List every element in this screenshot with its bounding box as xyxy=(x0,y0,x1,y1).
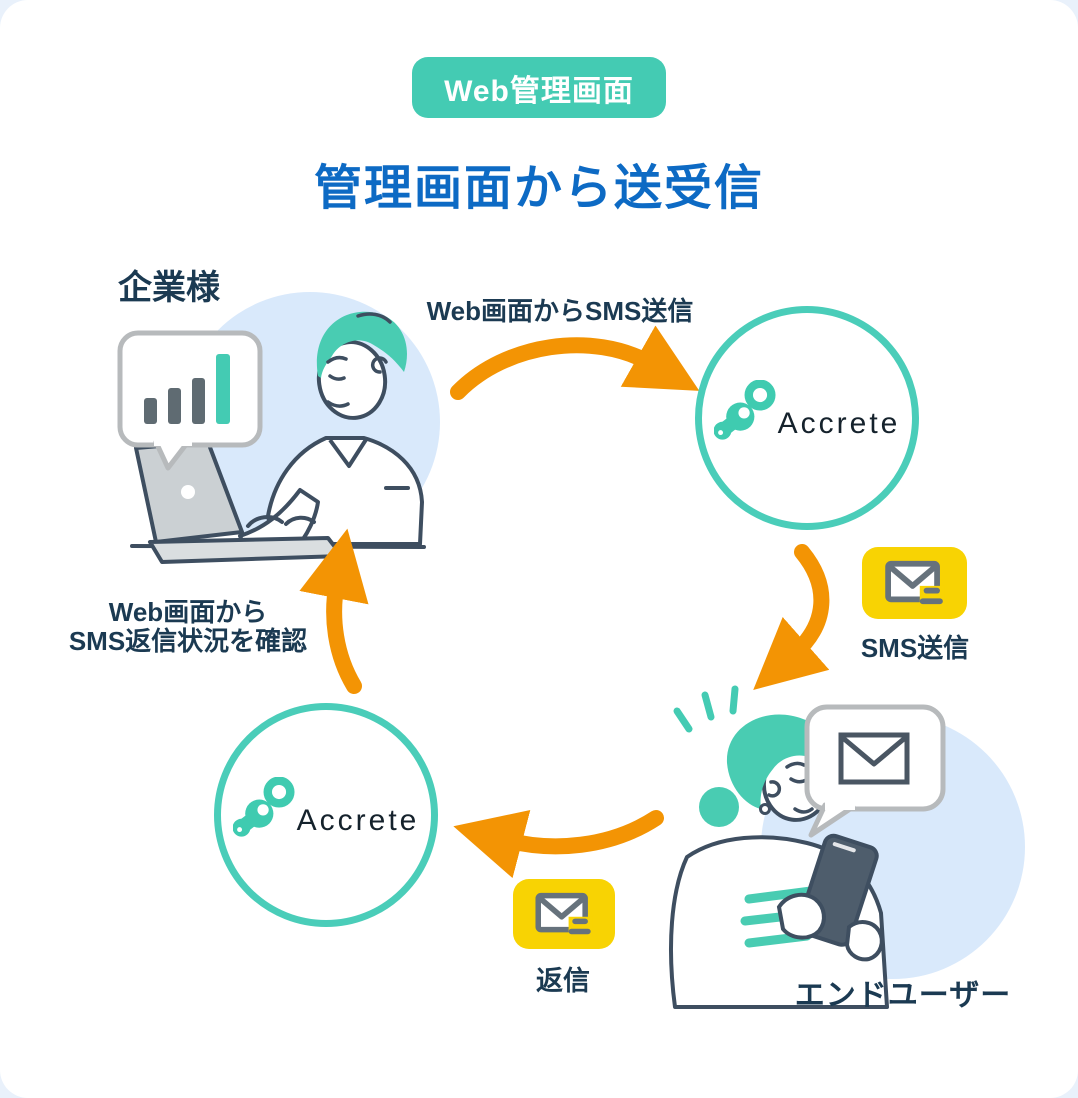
check-status-line1: Web画面から xyxy=(108,597,268,627)
hair-stroke xyxy=(356,312,392,324)
bubble-tail-mask xyxy=(825,802,855,810)
mail-bubble xyxy=(804,704,946,838)
ear xyxy=(767,780,782,798)
accrete-node-bottom: Accrete xyxy=(214,703,438,927)
arrow-sms-to-user xyxy=(753,544,830,691)
typing-hands xyxy=(246,515,316,528)
end-user-illustration xyxy=(645,675,1045,1015)
hair-bun xyxy=(699,787,739,827)
mouth xyxy=(326,400,350,408)
eye xyxy=(328,374,346,381)
web-admin-badge: Web管理画面 xyxy=(412,57,666,118)
accrete-logo: Accrete xyxy=(232,777,420,839)
end-user-person-with-phone-image xyxy=(669,685,1025,1009)
arrow-send-sms xyxy=(450,325,700,400)
laptop-logo-dot xyxy=(181,485,195,499)
flow-label-sms-send: SMS送信 xyxy=(860,633,970,663)
left-hand xyxy=(776,892,826,940)
bar-chart-bubble xyxy=(117,330,263,471)
accrete-node-top: Accrete xyxy=(695,306,919,530)
company-person-at-laptop-image xyxy=(117,292,440,564)
company-label: 企業様 xyxy=(118,269,220,307)
arrow-check-status xyxy=(299,528,369,694)
reply-badge xyxy=(513,879,615,949)
eyebrow xyxy=(326,355,348,364)
eyebrow xyxy=(785,761,806,769)
mouth xyxy=(793,807,814,814)
bubble-tail-mask xyxy=(154,438,192,446)
mail-send-icon xyxy=(535,892,593,937)
page-title: 管理画面から送受信 xyxy=(313,162,764,215)
flow-label-reply: 返信 xyxy=(536,966,590,996)
accrete-logo-text: Accrete xyxy=(296,804,420,837)
earring xyxy=(759,803,771,815)
right-hand xyxy=(844,920,884,962)
mail-send-icon xyxy=(884,560,945,607)
shirt-collar xyxy=(328,436,369,468)
check-status-line2: SMS返信状況を確認 xyxy=(68,626,308,656)
flow-label-check-status: Web画面から SMS返信状況を確認 xyxy=(56,598,320,656)
notification-sparkles-icon xyxy=(673,685,739,733)
sms-send-badge xyxy=(862,547,967,619)
arrow-reply-to-accrete xyxy=(453,809,664,879)
accrete-logo-text: Accrete xyxy=(777,407,901,440)
ear xyxy=(370,356,388,374)
accrete-logo-icon xyxy=(232,777,295,837)
bar-chart-icon xyxy=(144,354,230,424)
accrete-logo-icon xyxy=(713,380,776,440)
end-user-label: エンドユーザー xyxy=(794,979,1012,1012)
company-illustration xyxy=(90,250,450,570)
web-admin-badge-label: Web管理画面 xyxy=(444,74,634,108)
mail-icon xyxy=(838,732,910,785)
accrete-logo: Accrete xyxy=(713,380,901,442)
company-hair xyxy=(316,311,407,378)
flow-label-send-sms: Web画面からSMS送信 xyxy=(426,296,694,326)
